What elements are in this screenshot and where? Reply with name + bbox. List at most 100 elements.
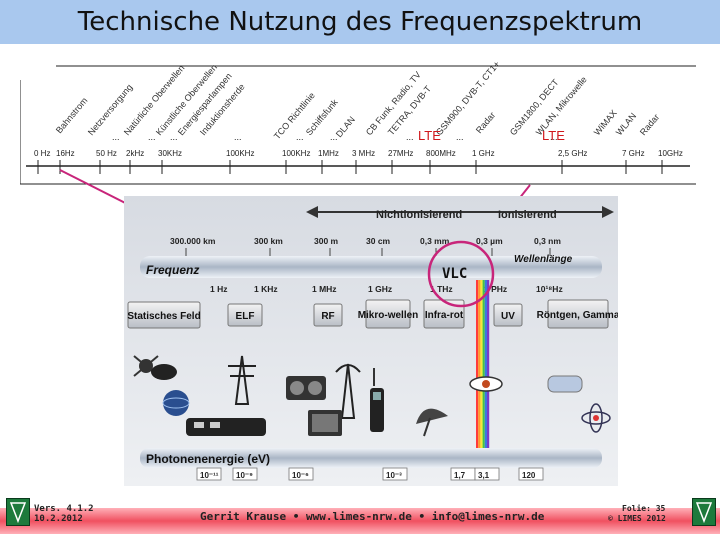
- wavelength-label: 0,3 nm: [534, 236, 561, 246]
- lte-marker-2: LTE: [542, 128, 565, 143]
- category-label: Mikro-wellen: [358, 310, 419, 321]
- frequency-label: 1 THz: [430, 284, 453, 294]
- person-icon: [151, 364, 177, 380]
- wavelength-labels: 300.000 km 300 km 300 m 30 cm 0,3 mm 0,3 µm 0,…: [170, 236, 561, 246]
- scale-tick-label: 27MHz: [388, 149, 413, 158]
- arrow-left-head-icon: [306, 206, 318, 218]
- frequency-label: 10¹⁸Hz: [536, 284, 563, 294]
- frequency-label: 1 GHz: [368, 284, 392, 294]
- scale-tick-lines: [37, 160, 663, 174]
- scale-tick-label: 2kHz: [126, 149, 144, 158]
- energy-box: [382, 467, 408, 481]
- scale-tick-label: 0 Hz: [34, 149, 50, 158]
- lte-marker-1: LTE: [418, 128, 441, 143]
- ellipsis-label: ...: [330, 132, 338, 142]
- application-label: Radar: [638, 112, 661, 137]
- application-label: Natürliche Oberwellen: [122, 63, 187, 137]
- footer-version: Vers. 4.1.2: [34, 504, 94, 514]
- rainbow-stripe: [476, 280, 479, 450]
- vlc-highlight-circle: [427, 240, 495, 308]
- application-label: Bahnstrom: [54, 96, 90, 136]
- ellipsis-label: ...: [296, 132, 304, 142]
- category-label: ELF: [236, 311, 255, 322]
- globe-icon: [162, 390, 190, 416]
- rainbow-stripe: [487, 280, 490, 450]
- frequency-label: 1 MHz: [312, 284, 337, 294]
- photon-energy-band: [140, 448, 602, 468]
- wavelength-label: 300.000 km: [170, 236, 216, 246]
- label-frequenz: Frequenz: [146, 263, 199, 277]
- ellipsis-label: ...: [170, 132, 178, 142]
- footer-bar: [0, 508, 720, 534]
- energy-box: [288, 467, 314, 481]
- scale-tick-label: 1MHz: [318, 149, 339, 158]
- scale-tick-label: 50 Hz: [96, 149, 117, 158]
- rainbow-stripe: [480, 280, 483, 450]
- rainbow-stripe: [478, 280, 481, 450]
- label-nichtionisierend: Nichtionisierend: [376, 209, 462, 221]
- ellipsis-label: ...: [456, 132, 464, 142]
- energy-label: 1,7: [454, 471, 466, 480]
- footer-slide-number: Folie: 35: [622, 504, 666, 513]
- wavelength-label: 300 m: [314, 236, 339, 246]
- ellipsis-label: ...: [234, 132, 242, 142]
- train-icon: [186, 418, 266, 436]
- spectrum-background: [124, 196, 618, 486]
- footer-copyright: © LIMES 2012: [608, 514, 666, 523]
- scale-tick-label: 100KHz: [282, 149, 310, 158]
- photon-energy-label: Photonenenergie (eV): [146, 452, 270, 466]
- category-box: [313, 303, 343, 327]
- application-label: GSM900, DVB-T, CT1+: [434, 59, 502, 137]
- category-box: [365, 299, 411, 329]
- energy-box: [474, 467, 500, 481]
- hand-xray-icon: [547, 375, 583, 393]
- category-box: [127, 301, 201, 329]
- ellipsis-label: ...: [550, 132, 558, 142]
- category-label: RF: [321, 311, 334, 322]
- radio-icon: [286, 376, 326, 400]
- category-label: Statisches Feld: [127, 311, 200, 322]
- energy-box: [232, 467, 258, 481]
- rainbow-stripe: [484, 280, 487, 450]
- rainbow-stripe: [482, 280, 485, 450]
- application-label: Radar: [474, 110, 497, 135]
- arrow-right-head-icon: [602, 206, 614, 218]
- energy-label: 3,1: [478, 471, 490, 480]
- slide-title: Technische Nutzung des Frequenzspektrum: [77, 7, 643, 37]
- category-label: UV: [501, 311, 515, 322]
- ellipsis-label: ...: [148, 132, 156, 142]
- category-box: [493, 303, 523, 327]
- energy-box: [196, 467, 222, 481]
- ellipsis-labels: ...........................: [112, 132, 558, 142]
- scale-tick-label: 10GHz: [658, 149, 683, 158]
- visible-light-rainbow: [476, 280, 490, 450]
- atom-icon: [581, 403, 611, 433]
- scale-tick-label: 1 GHz: [472, 149, 495, 158]
- tv-icon: [308, 410, 342, 436]
- wavelength-label: 300 km: [254, 236, 283, 246]
- wavelength-label: 0,3 µm: [476, 236, 503, 246]
- footer-author: Gerrit Krause • www.limes-nrw.de • info@…: [200, 510, 545, 523]
- scale-tick-label: 3 MHz: [352, 149, 375, 158]
- ellipsis-label: ...: [406, 132, 414, 142]
- energy-label: 10⁻⁶: [292, 471, 309, 480]
- energy-label: 10⁻⁹: [236, 471, 253, 480]
- label-wellenlaenge: Wellenlänge: [514, 254, 573, 265]
- energy-label: 10⁻¹¹: [200, 471, 219, 480]
- wavelength-label: 30 cm: [366, 236, 391, 246]
- category-boxes: Statisches Feld ELF RF Mikro-wellen Infra-ro…: [127, 299, 618, 329]
- scale-tick-label: 2,5 GHz: [558, 149, 587, 158]
- wavelength-label: 0,3 mm: [420, 236, 450, 246]
- category-box: [227, 303, 263, 327]
- energy-label: 10⁻³: [386, 471, 402, 480]
- wavelength-band-ticks: [185, 248, 551, 256]
- slide-title-bar: Technische Nutzung des Frequenzspektrum: [0, 0, 720, 44]
- frequency-label: 1 PHz: [484, 284, 507, 294]
- category-label: Infra-rot: [425, 310, 464, 321]
- frequency-label: 1 KHz: [254, 284, 278, 294]
